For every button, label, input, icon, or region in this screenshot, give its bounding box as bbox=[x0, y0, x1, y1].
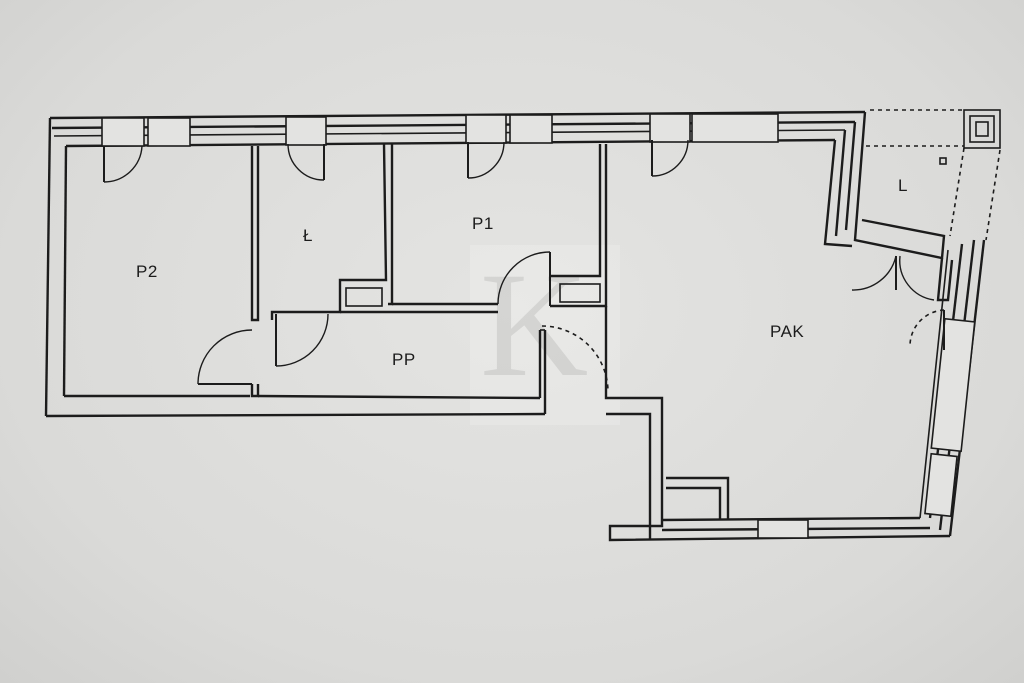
pak-walls bbox=[604, 306, 951, 542]
window bbox=[465, 114, 507, 144]
window bbox=[147, 117, 191, 147]
window bbox=[285, 116, 327, 146]
room-label-pak: PAK bbox=[770, 322, 805, 341]
room-label-balcony: L bbox=[898, 176, 908, 195]
window bbox=[924, 452, 958, 518]
wall-p2-l bbox=[250, 146, 260, 398]
window bbox=[101, 117, 145, 147]
bottom-left-wall bbox=[45, 329, 547, 418]
window bbox=[509, 114, 553, 144]
balcony-corner bbox=[823, 109, 1001, 302]
room-label-pp: PP bbox=[392, 350, 416, 369]
wall-l-p1 bbox=[270, 143, 394, 320]
left-wall bbox=[44, 117, 68, 417]
window bbox=[757, 519, 809, 539]
room-label-p2: P2 bbox=[136, 262, 158, 281]
room-label-l: Ł bbox=[303, 226, 313, 245]
balcony-dashes bbox=[866, 109, 1001, 241]
doors bbox=[103, 139, 945, 393]
window bbox=[649, 113, 691, 143]
window bbox=[930, 317, 976, 453]
room-label-p1: P1 bbox=[472, 214, 494, 233]
window bbox=[691, 113, 779, 143]
top-windows bbox=[101, 113, 779, 147]
chimney bbox=[963, 109, 1001, 149]
right-wall bbox=[919, 239, 986, 537]
